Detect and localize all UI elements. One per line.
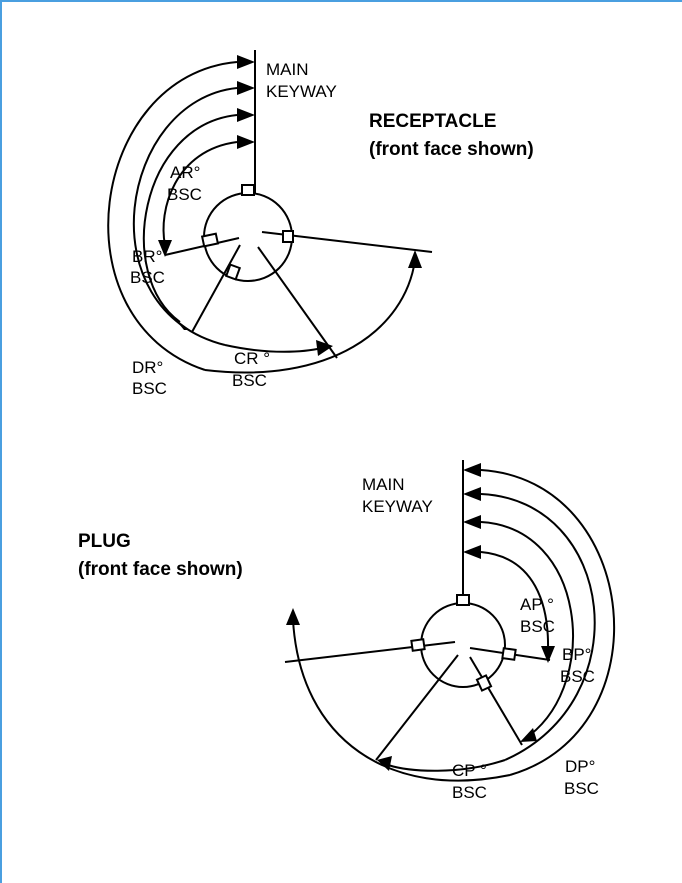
plug-arc-cp [480, 493, 596, 761]
receptacle-arc-cr-end [224, 344, 323, 353]
plug-keyway-arrow-bp [463, 515, 481, 529]
receptacle-arc-dr-end [204, 259, 416, 374]
receptacle-arc-dr [107, 61, 238, 371]
receptacle-main-key [241, 184, 255, 196]
plug-dp-bsc: BSC [564, 779, 599, 798]
receptacle-arc-ar [162, 141, 238, 246]
plug-keyway-arrow-dp [463, 463, 481, 477]
receptacle-keyway-label-1: MAIN [266, 60, 309, 79]
plug-radial-d [284, 641, 456, 663]
receptacle-br-label: BR° [132, 247, 162, 266]
receptacle-key-d [282, 230, 294, 243]
receptacle-arrow-dr-end [408, 250, 422, 268]
plug-cp-label: CP ° [452, 761, 487, 780]
plug-key-d [410, 638, 426, 652]
plug-arc-cp-end [387, 759, 506, 772]
receptacle-radial-b [164, 237, 240, 256]
plug-ap-bsc: BSC [520, 617, 555, 636]
plug-title: PLUG [78, 531, 131, 552]
plug-ap-label: AP ° [520, 595, 554, 614]
plug-radial-c-right [469, 656, 523, 746]
receptacle-dr-label: DR° [132, 358, 163, 377]
plug-keyway-label-2: KEYWAY [362, 497, 433, 516]
receptacle-cr-bsc: BSC [232, 371, 267, 390]
plug-arc-ap [480, 551, 550, 651]
plug-main-key [456, 594, 470, 606]
plug-arrow-bp-end [520, 728, 537, 742]
plug-diagram: MAIN KEYWAY PLUG (front face shown) AP °… [78, 460, 616, 802]
receptacle-arrow-ar-end [158, 240, 172, 257]
plug-bp-label: BP° [562, 645, 591, 664]
receptacle-cr-label: CR ° [234, 349, 270, 368]
receptacle-br-bsc: BSC [130, 268, 165, 287]
plug-arc-dp [480, 469, 616, 776]
receptacle-diagram: MAIN KEYWAY RECEPTACLE (front face shown… [107, 50, 534, 398]
receptacle-keyway-arrow-dr [237, 55, 255, 69]
plug-arrow-dp-end [286, 608, 300, 625]
plug-arrow-cp-end [377, 756, 392, 771]
plug-cp-bsc: BSC [452, 783, 487, 802]
receptacle-keyway-label-2: KEYWAY [266, 82, 337, 101]
receptacle-arrow-br-end [174, 318, 190, 330]
plug-keyway-arrow-ap [463, 545, 481, 559]
receptacle-arrow-cr-end [316, 340, 333, 356]
receptacle-keyway-arrow-cr [237, 81, 255, 95]
plug-dp-label: DP° [565, 757, 595, 776]
plug-keyway-label-1: MAIN [362, 475, 405, 494]
receptacle-radial-c-left [191, 244, 241, 333]
plug-bp-bsc: BSC [560, 667, 595, 686]
receptacle-radial-c-right [257, 246, 338, 359]
frame-left-border [0, 0, 2, 883]
plug-arc-bp [480, 521, 574, 736]
plug-arc-dp-end [292, 619, 511, 782]
receptacle-arc-br [142, 114, 238, 323]
receptacle-key-b [200, 232, 220, 248]
receptacle-key-c [224, 263, 242, 281]
receptacle-subtitle: (front face shown) [369, 139, 534, 160]
plug-key-b [501, 647, 517, 661]
plug-keyway-arrow-cp [463, 487, 481, 501]
plug-key-c [475, 674, 493, 692]
receptacle-keyway-arrow-ar [237, 135, 255, 149]
receptacle-title: RECEPTACLE [369, 111, 496, 132]
receptacle-keyway-arrow-br [237, 108, 255, 122]
frame-top-border [0, 0, 682, 2]
plug-radial-c-left [375, 654, 459, 761]
plug-subtitle: (front face shown) [78, 559, 243, 580]
plug-arrow-ap-end [541, 646, 555, 663]
receptacle-ar-label: AR° [170, 163, 200, 182]
receptacle-dr-bsc: BSC [132, 379, 167, 398]
receptacle-ar-bsc: BSC [167, 185, 202, 204]
